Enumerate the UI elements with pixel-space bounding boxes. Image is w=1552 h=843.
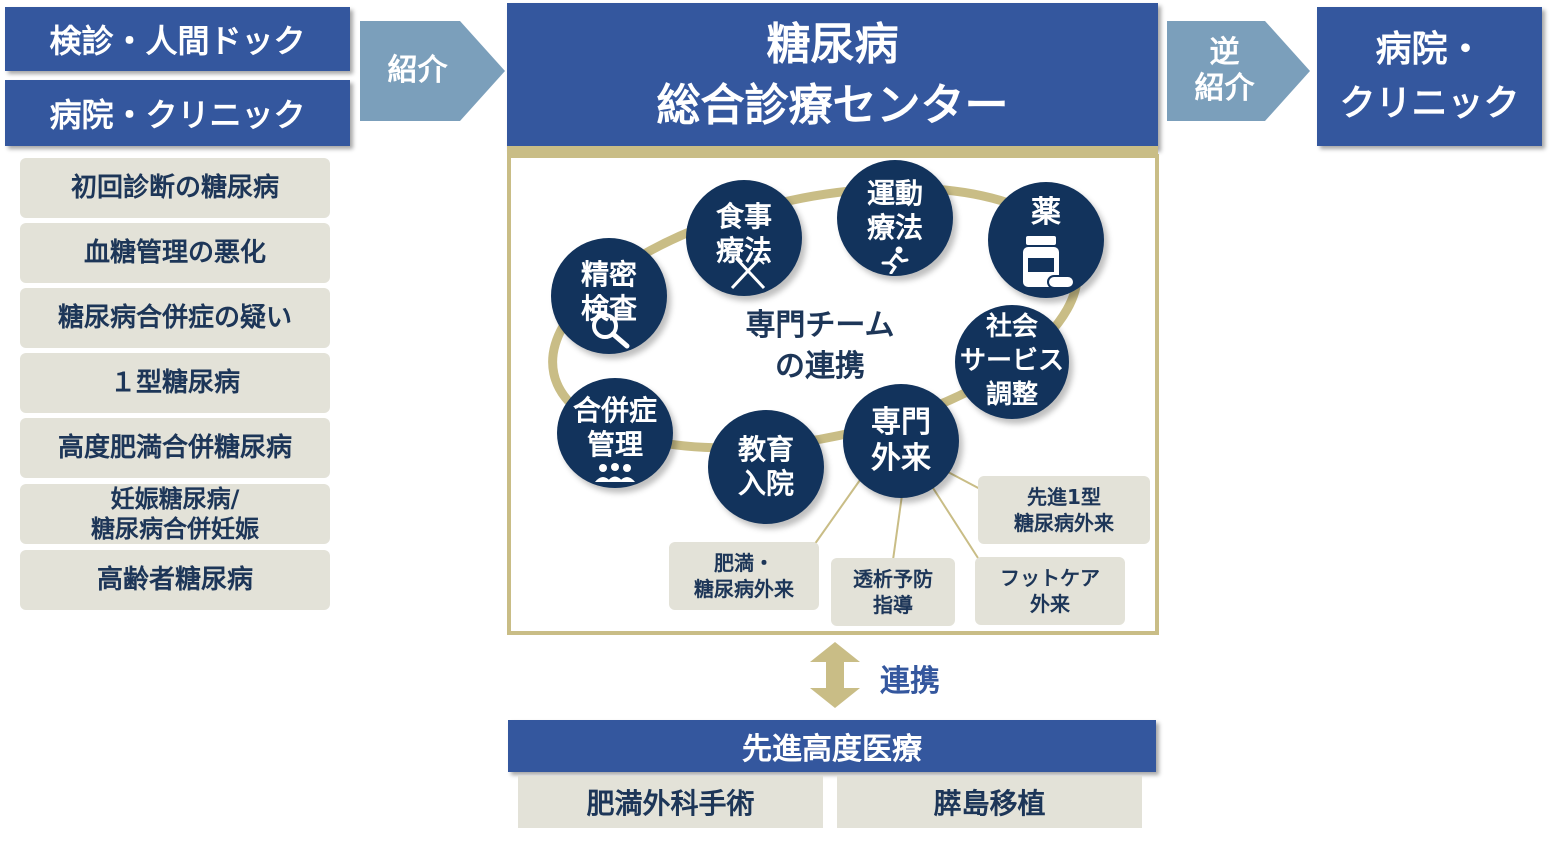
condition-label: 高度肥満合併糖尿病 bbox=[57, 432, 292, 463]
referral-label: 紹介 bbox=[387, 53, 448, 88]
advanced-item-bariatric-label: 肥満外科手術 bbox=[586, 787, 755, 820]
subclinic-connectors bbox=[811, 471, 983, 561]
subclinic-dialysis-label: 透析予防 指導 bbox=[853, 567, 933, 617]
destination-line1: 病院・ bbox=[1375, 28, 1484, 70]
circle-social-service: 社会 サービス 調整 bbox=[955, 305, 1069, 419]
condition-severe-obesity: 高度肥満合併糖尿病 bbox=[20, 418, 330, 478]
circle-exercise-therapy: 運動 療法 bbox=[837, 160, 953, 276]
pill-bottle-icon bbox=[1023, 236, 1075, 289]
reverse-referral-line2: 紹介 bbox=[1194, 71, 1255, 106]
diet-therapy-label: 食事 療法 bbox=[715, 200, 772, 267]
source-screening: 検診・人間ドック bbox=[5, 7, 350, 71]
destination-hospital: 病院・ クリニック bbox=[1317, 7, 1542, 146]
condition-label: 妊娠糖尿病/ bbox=[110, 485, 240, 513]
advanced-item-bariatric: 肥満外科手術 bbox=[518, 776, 823, 828]
circle-diet-therapy: 食事 療法 bbox=[686, 180, 802, 296]
education-admission-label: 教育 入院 bbox=[737, 433, 794, 500]
advanced-item-islet: 膵島移植 bbox=[837, 776, 1142, 828]
double-arrow-icon bbox=[810, 642, 860, 708]
condition-glycemic-worsening: 血糖管理の悪化 bbox=[20, 223, 330, 283]
subclinic-type1-label: 先進1型 糖尿病外来 bbox=[1014, 485, 1114, 535]
complication-management-label: 合併症 管理 bbox=[572, 394, 657, 461]
condition-suspected-complication: 糖尿病合併症の疑い bbox=[20, 288, 330, 348]
detailed-exam-label: 精密 検査 bbox=[580, 258, 637, 325]
condition-label: 高齢者糖尿病 bbox=[96, 564, 253, 595]
fork-knife-icon bbox=[730, 255, 766, 290]
team-label-line1: 専門チーム bbox=[745, 308, 895, 343]
magnifier-icon bbox=[592, 313, 630, 349]
circle-education-admission: 教育 入院 bbox=[708, 410, 824, 524]
subclinic-type1: 先進1型 糖尿病外来 bbox=[978, 476, 1150, 544]
subclinic-obesity-label: 肥満・ 糖尿病外来 bbox=[694, 551, 794, 601]
subclinic-obesity: 肥満・ 糖尿病外来 bbox=[669, 542, 819, 610]
team-label-line2: の連携 bbox=[775, 348, 865, 384]
circle-specialist-outpatient: 専門 外来 bbox=[843, 384, 959, 498]
referral-arrow-shape bbox=[360, 21, 505, 121]
subclinic-dialysis: 透析予防 指導 bbox=[831, 558, 955, 626]
condition-type1: １型糖尿病 bbox=[20, 353, 330, 413]
advanced-medicine-title-label: 先進高度医療 bbox=[742, 732, 922, 767]
condition-label: 糖尿病合併症の疑い bbox=[57, 302, 292, 333]
condition-elderly: 高齢者糖尿病 bbox=[20, 550, 330, 610]
people-group-icon bbox=[595, 463, 635, 482]
circle-complication-management: 合併症 管理 bbox=[557, 378, 673, 488]
medication-label: 薬 bbox=[1031, 195, 1061, 230]
condition-first-diagnosis: 初回診断の糖尿病 bbox=[20, 158, 330, 218]
circle-detailed-exam: 精密 検査 bbox=[551, 238, 667, 354]
condition-pregnancy: 妊娠糖尿病/ 糖尿病合併妊娠 bbox=[20, 484, 330, 544]
center-title-line2: 総合診療センター bbox=[656, 80, 1009, 131]
subclinic-footcare: フットケア 外来 bbox=[975, 557, 1125, 625]
exercise-therapy-label: 運動 療法 bbox=[866, 177, 923, 244]
reverse-referral-arrow-shape bbox=[1167, 21, 1310, 121]
team-label: 専門チーム の連携 bbox=[720, 306, 920, 387]
source-screening-label: 検診・人間ドック bbox=[49, 22, 306, 60]
condition-label: 糖尿病合併妊娠 bbox=[91, 515, 259, 543]
center-title-line1: 糖尿病 bbox=[766, 19, 899, 71]
center-title-underline bbox=[507, 146, 1158, 154]
center-title: 糖尿病 総合診療センター bbox=[507, 3, 1158, 149]
circle-medication: 薬 bbox=[988, 182, 1104, 298]
social-service-label: 社会 サービス 調整 bbox=[959, 312, 1064, 410]
condition-label: 初回診断の糖尿病 bbox=[70, 172, 279, 203]
source-hospital-label: 病院・クリニック bbox=[49, 96, 306, 134]
referral-arrow: 紹介 bbox=[360, 21, 505, 121]
destination-line2: クリニック bbox=[1339, 82, 1520, 124]
advanced-item-islet-label: 膵島移植 bbox=[933, 787, 1046, 820]
reverse-referral-line1: 逆 bbox=[1209, 35, 1240, 70]
runner-icon bbox=[881, 246, 909, 274]
subclinic-footcare-label: フットケア 外来 bbox=[1000, 566, 1100, 616]
reverse-referral-arrow: 逆 紹介 bbox=[1167, 21, 1310, 121]
condition-label: 血糖管理の悪化 bbox=[83, 237, 266, 268]
source-hospital: 病院・クリニック bbox=[5, 80, 350, 146]
condition-label: １型糖尿病 bbox=[109, 367, 240, 398]
specialist-outpatient-label: 専門 外来 bbox=[871, 405, 931, 476]
advanced-medicine-title: 先進高度医療 bbox=[508, 720, 1156, 772]
link-label: 連携 bbox=[880, 664, 940, 699]
